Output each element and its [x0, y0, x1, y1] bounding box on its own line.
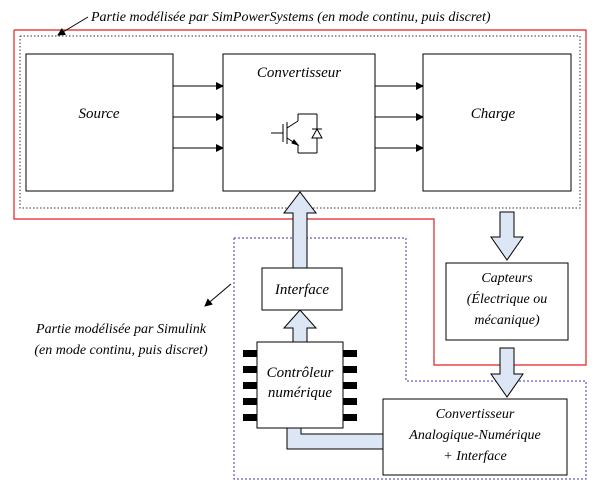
controller-block [256, 341, 344, 429]
converter-block [222, 53, 376, 192]
adc-block [382, 398, 568, 476]
simpowersystems-pointer-arrow [57, 16, 89, 36]
interface-block [261, 267, 343, 311]
source-label: Source [78, 106, 119, 122]
simulink-region-border [233, 237, 587, 480]
sensors-label-line3: mécanique) [474, 313, 540, 328]
controller-label-line1: Contrôleur [267, 365, 334, 381]
load-to-sensors-wide-arrow [490, 211, 524, 261]
interface-to-converter-wide-arrow [282, 191, 318, 269]
controller-chip-pins-icon [243, 350, 357, 421]
power-region-dotted-border [19, 35, 581, 209]
load-label: Charge [471, 106, 516, 122]
simulink-pointer-arrow [204, 283, 232, 307]
sensors-to-adc-wide-arrow [490, 347, 524, 398]
converter-label: Convertisseur [257, 65, 341, 81]
source-block [25, 53, 174, 192]
sensors-block [445, 262, 569, 341]
adc-label-line2: Analogique-Numérique [408, 428, 540, 443]
controller-to-interface-wide-arrow [282, 309, 318, 343]
adc-label-line1: Convertisseur [436, 407, 515, 422]
adc-label-line3: + Interface [443, 449, 506, 464]
load-block [422, 53, 572, 192]
sensors-label-line1: Capteurs [481, 271, 533, 286]
simulink-label-line2: (en mode continu, puis discret) [34, 343, 208, 358]
simulink-label-line1: Partie modélisée par Simulink [35, 322, 207, 337]
interface-label: Interface [274, 282, 329, 298]
controller-label-line2: numérique [268, 385, 332, 401]
simpowersystems-region-border [13, 29, 587, 366]
simpowersystems-label: Partie modélisée par SimPowerSystems (en… [90, 10, 491, 25]
igbt-symbol-icon [271, 113, 323, 154]
sensors-label-line2: (Électrique ou [467, 290, 547, 307]
